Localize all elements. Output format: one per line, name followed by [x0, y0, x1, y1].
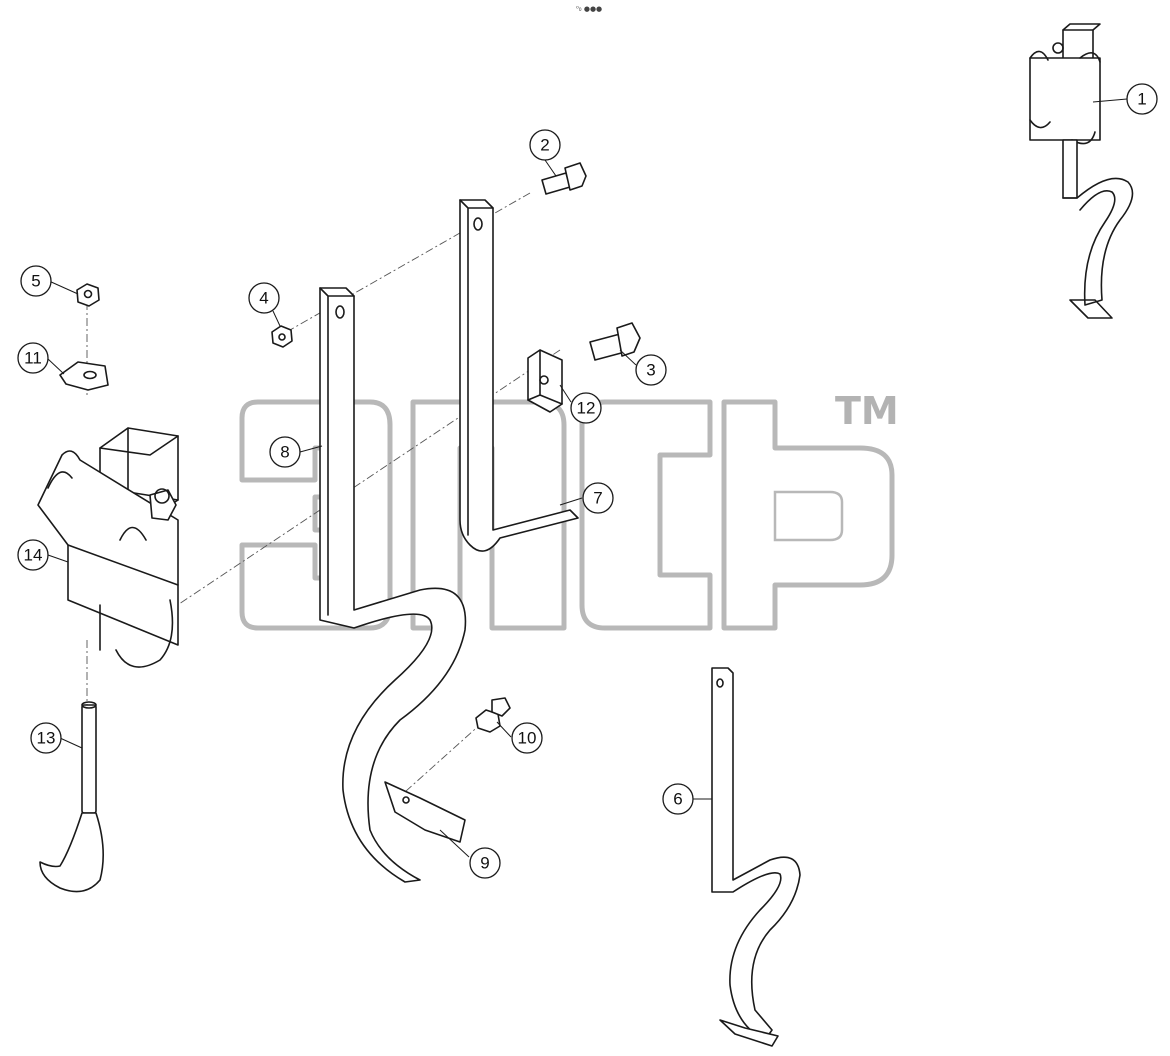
- part-11-bracket: [59, 361, 109, 391]
- part-13-hook-rod: [39, 701, 104, 893]
- part-7-spring-tine: [459, 199, 579, 552]
- callout-11-label: 11: [24, 349, 42, 368]
- callout-3-label: 3: [646, 361, 655, 380]
- callout-12: 12: [570, 392, 602, 424]
- part-10-bolt: [475, 697, 511, 733]
- callout-8-label: 8: [280, 443, 289, 462]
- callout-5: 5: [20, 265, 52, 297]
- callout-10: 10: [511, 722, 543, 754]
- header-mark: ⁰₀ ●●●: [576, 5, 602, 13]
- callout-1-label: 1: [1137, 90, 1146, 109]
- part-2-bolt: [541, 162, 587, 195]
- trademark-symbol: TM: [835, 389, 899, 433]
- callout-11: 11: [17, 342, 49, 374]
- part-3-bolt: [589, 322, 641, 361]
- callout-4-label: 4: [259, 289, 268, 308]
- callout-6-label: 6: [673, 790, 682, 809]
- callout-5-label: 5: [31, 272, 40, 291]
- part-4-nut: [271, 325, 293, 348]
- callout-3: 3: [635, 354, 667, 386]
- part-6-spring-tine: [711, 667, 801, 1047]
- part-8-spring-tine: [319, 287, 467, 883]
- callout-13: 13: [30, 722, 62, 754]
- callout-10-label: 10: [518, 729, 537, 748]
- callout-7: 7: [582, 482, 614, 514]
- callout-2-label: 2: [540, 136, 549, 155]
- callout-1: 1: [1126, 83, 1158, 115]
- callout-9: 9: [469, 847, 501, 879]
- part-1-assembled-tine: [1029, 23, 1134, 319]
- part-14-clamp-body: [37, 427, 179, 668]
- callout-9-label: 9: [480, 854, 489, 873]
- callout-8: 8: [269, 436, 301, 468]
- callout-14: 14: [17, 539, 49, 571]
- part-12-washer: [527, 349, 563, 413]
- callout-4: 4: [248, 282, 280, 314]
- callout-6: 6: [662, 783, 694, 815]
- part-9-share: [384, 781, 466, 843]
- callout-12-label: 12: [577, 399, 596, 418]
- callout-7-label: 7: [593, 489, 602, 508]
- callout-13-label: 13: [37, 729, 56, 748]
- callout-2: 2: [529, 129, 561, 161]
- leader-lines: [47, 98, 1128, 858]
- callout-14-label: 14: [24, 546, 43, 565]
- part-5-nut: [76, 283, 100, 307]
